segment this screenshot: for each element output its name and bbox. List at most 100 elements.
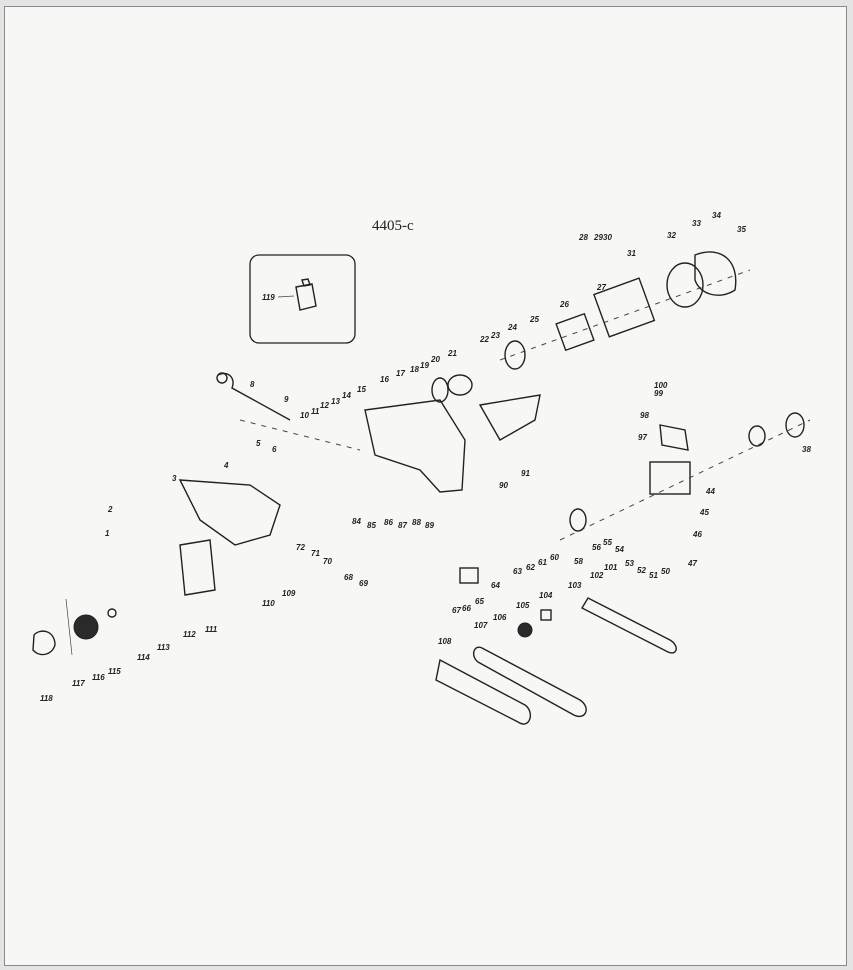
part-label-58: 58 <box>574 557 583 566</box>
part-label-33: 33 <box>692 219 701 228</box>
part-label-61: 61 <box>538 558 547 567</box>
housing-half <box>364 399 466 493</box>
armature <box>447 374 473 396</box>
part-label-35: 35 <box>737 225 746 234</box>
stator <box>593 277 656 338</box>
saw-chain <box>472 646 587 718</box>
part-label-9: 9 <box>284 395 289 404</box>
gear-housing <box>649 461 691 495</box>
inset-label: 119 <box>262 293 275 302</box>
part-label-114: 114 <box>137 653 150 662</box>
part-label-22: 22 <box>479 335 489 344</box>
part-label-88: 88 <box>412 518 421 527</box>
sprocket-gear <box>73 614 99 640</box>
bar-scabbard <box>435 658 532 725</box>
armature-fan <box>431 377 449 403</box>
part-label-103: 103 <box>568 581 582 590</box>
handle-cover <box>478 394 541 441</box>
part-label-91: 91 <box>521 469 530 478</box>
part-label-34: 34 <box>712 211 721 220</box>
part-label-47: 47 <box>687 559 697 568</box>
part-label-110: 110 <box>262 599 275 608</box>
part-label-101: 101 <box>604 563 618 572</box>
motor-assembly <box>431 251 751 403</box>
part-label-18: 18 <box>410 365 419 374</box>
part-label-115: 115 <box>108 667 121 676</box>
drawing-sheet <box>4 6 847 966</box>
inset-box: 119 <box>249 254 356 344</box>
part-label-105: 105 <box>516 601 530 610</box>
knob-cap <box>32 630 56 656</box>
part-label-52: 52 <box>637 566 646 575</box>
part-label-3: 3 <box>172 474 177 483</box>
part-label-11: 11 <box>311 407 320 416</box>
chain-tooth <box>540 609 552 621</box>
part-label-112: 112 <box>183 630 196 639</box>
part-label-16: 16 <box>380 375 389 384</box>
part-label-15: 15 <box>357 385 366 394</box>
side-cover <box>178 479 281 546</box>
bar-and-chain <box>435 597 677 725</box>
part-label-104: 104 <box>539 591 553 600</box>
bearing-housing <box>555 312 595 352</box>
part-label-21: 21 <box>447 349 457 358</box>
part-label-24: 24 <box>507 323 517 332</box>
part-label-102: 102 <box>590 571 604 580</box>
part-label-60: 60 <box>550 553 559 562</box>
part-label-84: 84 <box>352 517 361 526</box>
part-label-85: 85 <box>367 521 376 530</box>
part-label-50: 50 <box>661 567 670 576</box>
part-label-1: 1 <box>105 529 110 538</box>
part-label-118: 118 <box>40 694 53 703</box>
part-label-87: 87 <box>398 521 407 530</box>
part-label-2: 2 <box>107 505 113 514</box>
part-label-17: 17 <box>396 369 405 378</box>
part-label-4: 4 <box>223 461 229 470</box>
sprocket <box>517 622 533 638</box>
oil-bottle-icon <box>295 278 317 311</box>
part-label-23: 23 <box>490 331 500 340</box>
part-label-62: 62 <box>526 563 535 572</box>
part-label-56: 56 <box>592 543 601 552</box>
part-label-19: 19 <box>420 361 429 370</box>
clutch-disc <box>569 508 587 532</box>
part-label-5: 5 <box>256 439 261 448</box>
part-label-31: 31 <box>627 249 636 258</box>
cord-plug <box>216 372 228 384</box>
chain-tensioner-plate <box>179 539 216 596</box>
motor-end-cover <box>694 251 737 296</box>
part-label-100: 100 <box>654 381 668 390</box>
main-housing <box>216 372 541 493</box>
oil-pump-bracket <box>659 424 689 451</box>
part-label-69: 69 <box>359 579 368 588</box>
part-label-70: 70 <box>323 557 332 566</box>
part-label-44: 44 <box>705 487 715 496</box>
part-label-13: 13 <box>331 397 340 406</box>
part-label-64: 64 <box>491 581 500 590</box>
power-cord <box>217 372 291 421</box>
part-label-68: 68 <box>344 573 353 582</box>
part-label-29: 29 <box>593 233 603 242</box>
part-label-90: 90 <box>499 481 508 490</box>
part-label-28: 28 <box>578 233 588 242</box>
part-label-113: 113 <box>157 643 170 652</box>
drive-gear <box>748 425 766 447</box>
motor-cap <box>666 262 704 308</box>
part-label-25: 25 <box>529 315 539 324</box>
part-label-89: 89 <box>425 521 434 530</box>
fan-disc <box>504 340 526 370</box>
part-label-116: 116 <box>92 673 105 682</box>
part-label-97: 97 <box>638 433 647 442</box>
part-label-106: 106 <box>493 613 507 622</box>
part-label-109: 109 <box>282 589 296 598</box>
part-label-38: 38 <box>802 445 811 454</box>
part-label-107: 107 <box>474 621 488 630</box>
part-label-27: 27 <box>596 283 606 292</box>
gear-assembly <box>459 412 811 584</box>
part-label-51: 51 <box>649 571 658 580</box>
part-label-99: 99 <box>654 389 663 398</box>
washer <box>107 608 117 618</box>
diagram-title: 4405-c <box>372 218 414 234</box>
